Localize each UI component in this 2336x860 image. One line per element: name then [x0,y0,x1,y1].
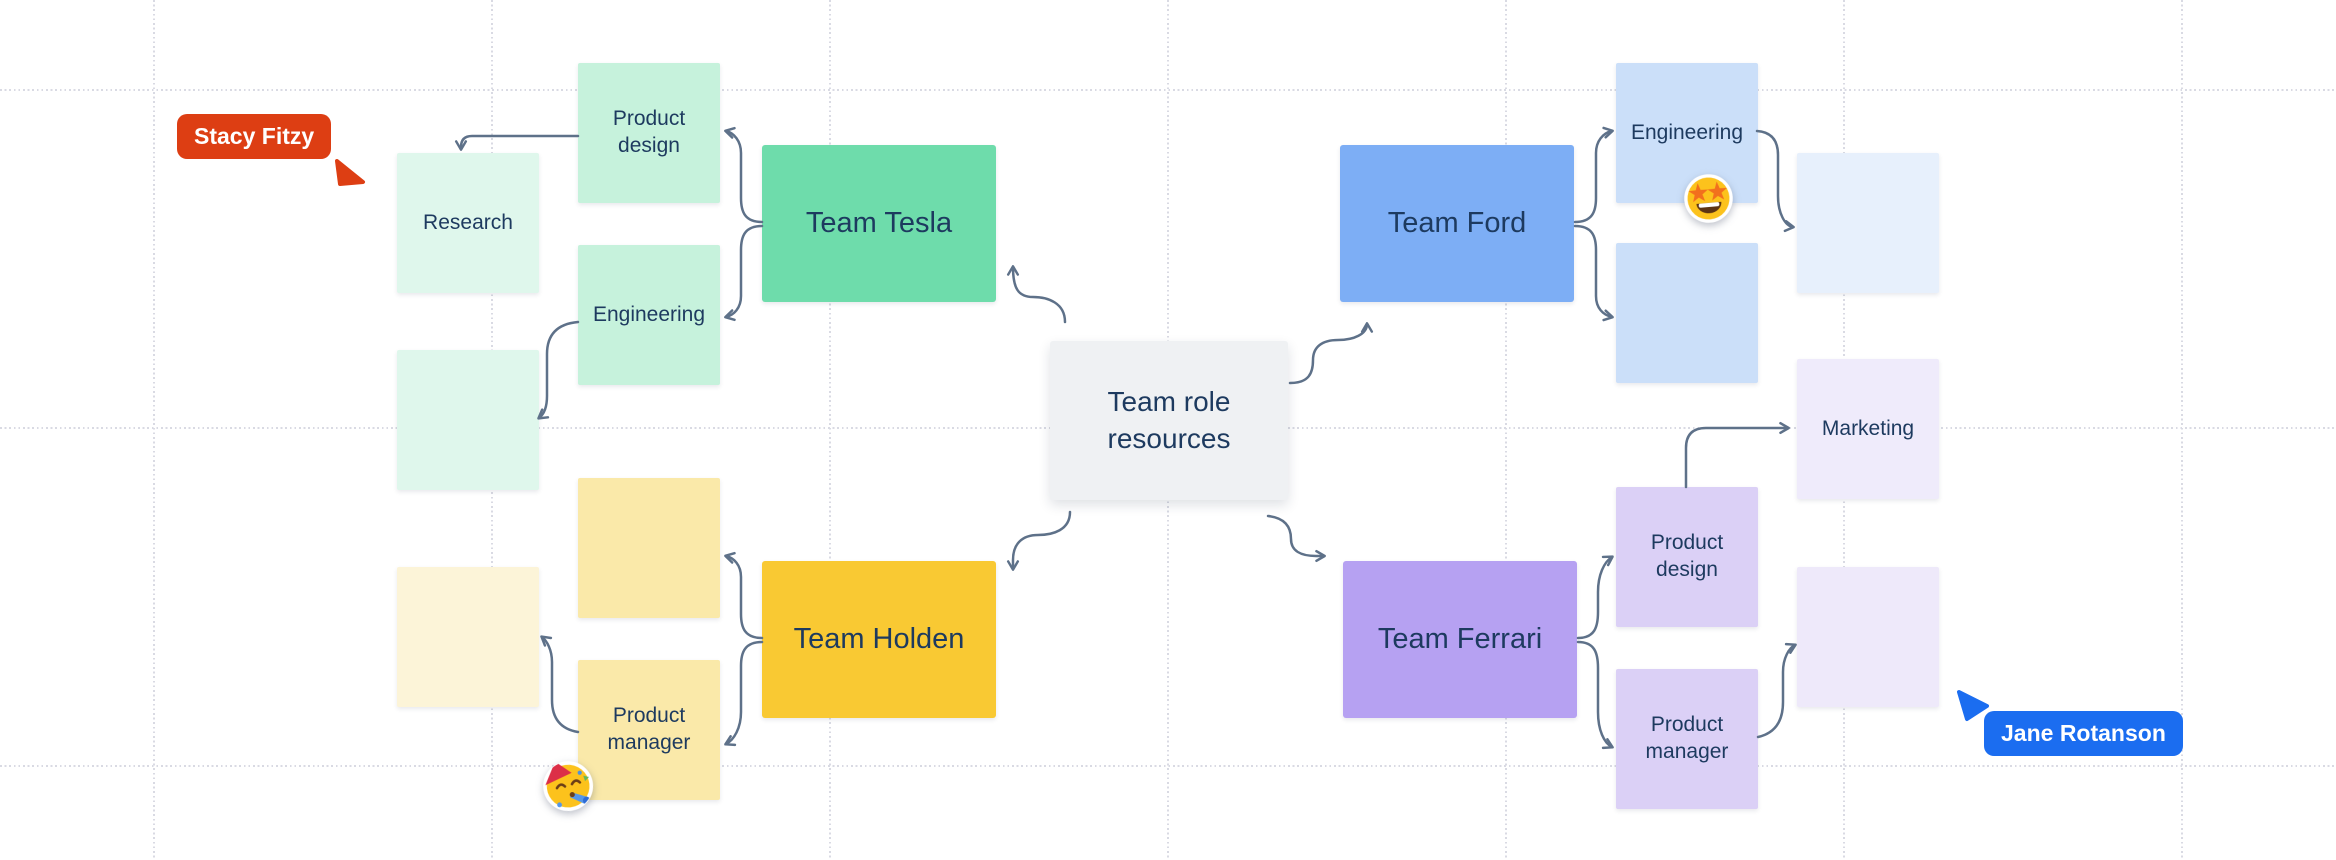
sticky-label: Product manager [607,704,691,754]
connector-center-ferrari[interactable] [1266,514,1326,563]
sticky-blank-pale-lavender[interactable] [1797,567,1939,707]
emoji-mouth [569,792,575,798]
party-hat [545,761,572,786]
sticky-label: Research [423,210,513,234]
sticky-label: Marketing [1821,416,1915,440]
sticky-label: Product design [612,107,686,157]
grid-line-vertical [829,0,831,860]
confetti-dot [557,802,562,808]
center-node-label: Team role resources [1107,386,1231,454]
collaborator-name: Stacy Fitzy [194,123,315,149]
connector-product-design-marketing[interactable] [1684,421,1790,489]
grid-line-vertical [2181,0,2183,860]
team-node-holden[interactable]: Team Holden [762,561,996,718]
star-eye-left [1688,183,1708,203]
grid-line-horizontal [0,765,2336,767]
connector-holden-blank-yellow[interactable] [724,551,764,640]
connector-center-ford[interactable] [1288,322,1374,385]
connector-ferrari-product-design[interactable] [1576,555,1614,640]
closed-eye-right [570,779,582,786]
sticky-label: Engineering [592,302,706,326]
center-node-team-role-resources[interactable]: Team role resources [1050,341,1288,500]
grid-line-vertical [153,0,155,860]
sticky-label: Product design [1650,531,1724,581]
team-node-ferrari[interactable]: Team Ferrari [1343,561,1577,718]
connector-ford-engineering[interactable] [1573,126,1614,224]
team-node-tesla[interactable]: Team Tesla [762,145,996,302]
stacy-cursor-icon [335,159,365,186]
connector-ford-blank-blue[interactable] [1573,224,1614,322]
sticky-product-design-right[interactable]: Product design [1616,487,1758,627]
sticky-marketing[interactable]: Marketing [1797,359,1939,499]
sticky-engineering-left[interactable]: Engineering [578,245,720,385]
sticky-product-manager-left[interactable]: Product manager [578,660,720,800]
grid-line-vertical [1505,0,1507,860]
star-struck-emoji-sticker[interactable] [1680,170,1737,227]
team-node-label: Team Ford [1387,207,1527,239]
confetti-dot [577,770,582,775]
sticky-blank-pale-yellow[interactable] [397,567,539,707]
sticky-product-manager-right[interactable]: Product manager [1616,669,1758,809]
team-node-ford[interactable]: Team Ford [1340,145,1574,302]
sticky-blank-pale-blue[interactable] [1797,153,1939,293]
star-eye-right [1707,181,1727,201]
confetti-piece [583,775,590,782]
connector-ferrari-product-manager[interactable] [1576,640,1614,750]
sticky-product-design-left[interactable]: Product design [578,63,720,203]
connector-product-manager-blank-pale-yellow[interactable] [540,635,580,734]
connector-tesla-engineering[interactable] [724,224,764,322]
sticky-blank-blue[interactable] [1616,243,1758,383]
closed-eye-left [555,783,567,790]
sticky-label: Product manager [1645,713,1729,763]
connector-product-design-research[interactable] [454,134,580,151]
team-node-label: Team Ferrari [1377,623,1543,655]
sticky-label: Engineering [1630,120,1744,144]
sticky-engineering-right[interactable]: Engineering [1616,63,1758,203]
connector-engineering-blank-mint[interactable] [537,320,580,420]
sticky-blank-yellow[interactable] [578,478,720,618]
jane-cursor-icon [1957,690,1989,721]
connector-center-tesla[interactable] [1006,265,1067,324]
sticky-blank-mint[interactable] [397,350,539,490]
connector-tesla-product-design[interactable] [724,126,764,224]
connector-center-holden[interactable] [1006,510,1072,571]
connector-product-manager-blank-pale-lavender[interactable] [1756,642,1797,739]
connector-holden-product-manager[interactable] [724,640,764,747]
team-node-label: Team Tesla [805,207,953,239]
emoji-teeth [1698,202,1720,208]
collaborator-name: Jane Rotanson [2001,720,2166,746]
sticky-research[interactable]: Research [397,153,539,293]
connector-engineering-blank-pale-blue[interactable] [1755,129,1795,233]
team-node-label: Team Holden [793,623,965,655]
collaborator-label-stacy: Stacy Fitzy [177,114,332,159]
grid-line-horizontal [0,89,2336,91]
collaborator-label-jane: Jane Rotanson [1984,711,2183,756]
partying-face-emoji-sticker[interactable] [535,751,599,815]
